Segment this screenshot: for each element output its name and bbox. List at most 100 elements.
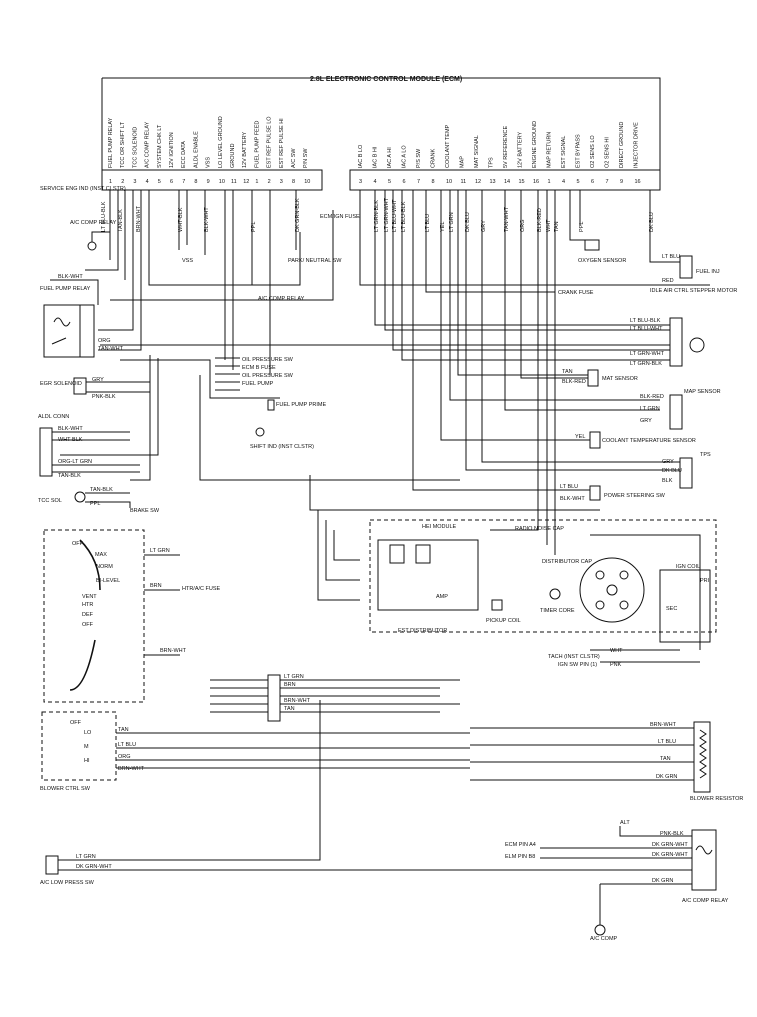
crank-fuse-label: CRANK FUSE [558, 290, 594, 296]
wire-label-brn-wht: BRN-WHT [136, 205, 142, 232]
tps-label: TPS [700, 452, 711, 458]
ecm-right-pin-label-16: O2 SENS LO [590, 135, 596, 168]
wire-lt-blu-res: LT BLU [658, 739, 676, 745]
vss-label: VSS [182, 258, 193, 264]
fuel-pump-relay: FUEL PUMP RELAY BLK-WHT ORG TAN-WHT [40, 274, 124, 358]
relay-switch-icon [51, 337, 67, 345]
wire-gry-map: GRY [640, 418, 652, 424]
wire-dk-grn-wht-lps: DK GRN-WHT [76, 864, 112, 870]
wire-dk-grn-wht-relay: DK GRN-WHT [652, 842, 688, 848]
blower-pos-off: OFF [70, 720, 82, 726]
wire-brn-j: BRN [284, 682, 296, 688]
wire-lt-blu-blower: LT BLU [118, 742, 136, 748]
ecm-right-pin-label-17: O2 SENS HI [605, 137, 611, 168]
power-steering-sw: POWER STEERING SW LT BLU BLK-WHT [560, 484, 666, 502]
egr-solenoid-label: EGR SOLENOID [40, 381, 82, 387]
ecm-left-pin-num-0: 1 [109, 179, 112, 185]
oil-pressure-fuel-pump-block: OIL PRESSURE SW ECM B FUSE OIL PRESSURE … [215, 357, 326, 450]
ecm-left-pin-num-4: 5 [158, 179, 161, 185]
ecm-right-pin-label-11: 12V BATTERY [518, 131, 524, 168]
ecm-left-pin-num-16: 10 [304, 179, 310, 185]
wire-label-tan: TAN [554, 221, 560, 232]
wire-label-blk-red: BLK-RED [537, 208, 543, 232]
map-sensor: MAP SENSOR BLK-RED LT GRN GRY [640, 389, 721, 430]
fuel-pump-label: FUEL PUMP [242, 381, 274, 387]
map-sensor-label: MAP SENSOR [684, 389, 721, 395]
ac-compressor: A/C COMP [590, 884, 618, 942]
ecm-wire-bundle [60, 190, 710, 663]
egr-solenoid: EGR SOLENOID GRY PNK-BLK [40, 377, 150, 400]
mode-pos-off-1: OFF [72, 541, 84, 547]
ecm-right-pin-label-19: INJECTOR DRIVE [634, 122, 640, 168]
ac-low-press-switch: LT GRN DK GRN-WHT A/C LOW PRESS SW [40, 700, 580, 886]
blower-pos-hi: HI [84, 758, 90, 764]
blower-resistor-label: BLOWER RESISTOR [690, 796, 743, 802]
power-steering-sw-label: POWER STEERING SW [604, 493, 666, 499]
ecm-left-pin-num-7: 8 [194, 179, 197, 185]
wire-label-org-blk: DK GRN-BLK [295, 198, 301, 232]
ecm-pin-a4-label: ECM PIN A4 [505, 842, 536, 848]
mat-sensor: MAT SENSOR TAN BLK-RED [562, 369, 638, 387]
ecm-right-pin-label-8: MAT SIGNAL [474, 135, 480, 168]
coolant-temp-sensor: COOLANT TEMPERATURE SENSOR YEL [575, 431, 696, 449]
wire-label-lt-blu-blk: LT BLU-BLK [101, 201, 107, 232]
ecm-right-pin-label-13: MAP RETURN [547, 132, 553, 168]
wire-lt-grn-blk-iac: LT GRN-BLK [630, 361, 662, 367]
tach-label: TACH (INST CLSTR) [548, 654, 600, 660]
blower-resistor: BRN-WHT LT BLU TAN DK GRN BLOWER RESISTO… [470, 721, 743, 802]
mode-pos-max: MAX [95, 552, 107, 558]
ac-comp-relay-mid-label: A/C COMP RELAY [258, 296, 305, 302]
wire-label-dk-blu2: DK BLU [649, 212, 655, 232]
ecm-right-pin-label-5: CRANK [431, 148, 437, 168]
wire-tan-blk-tcc: TAN-BLK [90, 487, 113, 493]
ecm-left-pin-label-12: FUEL PUMP FEED [254, 121, 260, 168]
ecm-left-pin-num-5: 6 [170, 179, 173, 185]
tcc-solenoid: TCC SOL TAN-BLK PPL BRAKE SW [38, 487, 160, 514]
ecm-right-pin-num-7: 11 [461, 179, 467, 185]
ecm-right-pin-num-11: 15 [519, 179, 525, 185]
wire-label-ppl2: PPL [579, 222, 585, 232]
radio-noise-cap-label: RADIO NOISE CAP [515, 526, 564, 532]
wire-label-lt-grn-wht: LT GRN-WHT [384, 197, 390, 232]
wire-lt-blu-wht-iac: LT BLU-WHT [630, 326, 663, 332]
wire-lt-blu-org-ps: LT BLU [560, 484, 578, 490]
iac-motor: IDLE AIR CTRL STEPPER MOTOR LT BLU-BLK L… [630, 288, 737, 367]
ecm-right-pin-num-9: 13 [490, 179, 496, 185]
ecm-right-pin-label-4: P/S SW [416, 148, 422, 168]
relay-coil-icon [53, 317, 71, 327]
wire-brn-mode: BRN [150, 583, 162, 589]
motor-icon [689, 337, 705, 353]
tcc-sol-label: TCC SOL [38, 498, 62, 504]
junction-connector: LT GRN BRN BRN-WHT TAN [210, 674, 460, 722]
ecm-left-pin-num-1: 2 [121, 179, 124, 185]
wire-label-wht: WHT [546, 219, 552, 232]
ecm-right-pin-num-17: 7 [606, 179, 609, 185]
wire-lt-grn-j: LT GRN [284, 674, 304, 680]
ecm-left-pin-num-15: 8 [292, 179, 295, 185]
ecm-right-pin-label-18: DIRECT GROUND [619, 122, 625, 168]
distributor-cap-label: DISTRIBUTOR CAP [542, 559, 592, 565]
ecm-right-pin-num-5: 8 [432, 179, 435, 185]
wire-label-lt-grn-blk: LT GRN-BLK [374, 200, 380, 232]
wire-lt-blu-blk-iac: LT BLU-BLK [630, 318, 661, 324]
ecm-right-pin-label-10: 5V REFERENCE [503, 125, 509, 168]
park-neutral-sw-label: PARK/ NEUTRAL SW [288, 258, 342, 264]
ecm-right-pin-label-2: IAC A HI [387, 147, 393, 168]
wire-wht-blk-aldl: WHT-BLK [58, 437, 83, 443]
coolant-sensor-label: COOLANT TEMPERATURE SENSOR [602, 438, 696, 444]
wire-pnk-blk-egr: PNK-BLK [92, 394, 116, 400]
wire-gry-egr: GRY [92, 377, 104, 383]
ecm-right-pin-num-16: 6 [591, 179, 594, 185]
wire-label-ppl: PPL [251, 222, 257, 232]
wire-brn-wht-j: BRN-WHT [284, 698, 311, 704]
wire-lt-grn-lps: LT GRN [76, 854, 96, 860]
tps: TPS GRY DK BLU BLK [662, 452, 711, 489]
ecm-right-pin-num-0: 3 [359, 179, 362, 185]
shift-ind-label: SHIFT IND (INST CLSTR) [250, 444, 314, 450]
brake-sw-label: BRAKE SW [130, 508, 160, 514]
service-eng-ind-label: SERVICE ENG IND (INST CLSTR) [40, 186, 126, 192]
mode-pos-htr: HTR [82, 602, 93, 608]
wire-label-blk-wht: BLK-WHT [204, 207, 210, 232]
ecm-right-pin-num-4: 7 [417, 179, 420, 185]
